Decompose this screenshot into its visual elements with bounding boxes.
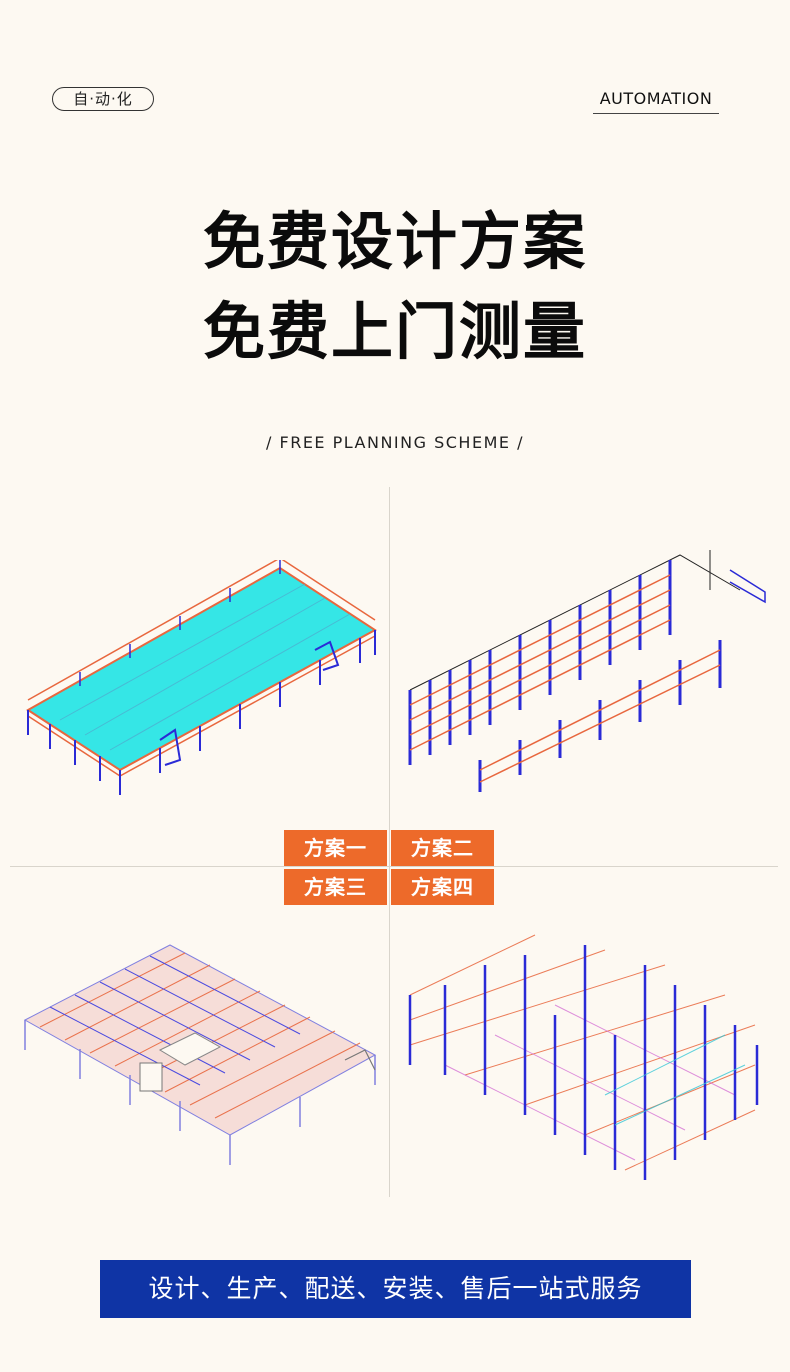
subtitle: / FREE PLANNING SCHEME / — [266, 433, 524, 452]
service-banner: 设计、生产、配送、安装、售后一站式服务 — [100, 1260, 691, 1318]
plan-1-label: 方案一 — [284, 830, 387, 866]
plan-4-drawing — [408, 934, 759, 1180]
horizontal-divider — [10, 866, 778, 867]
plan-4-label: 方案四 — [391, 869, 494, 905]
vertical-divider — [389, 487, 390, 1197]
plan-3-label: 方案三 — [284, 869, 387, 905]
plan-2-label: 方案二 — [391, 830, 494, 866]
category-pill: 自·动·化 — [52, 87, 154, 111]
headline-line-2: 免费上门测量 — [202, 295, 587, 368]
plan-2-drawing — [408, 550, 766, 792]
plan-3-drawing — [23, 944, 377, 1165]
headline-line-1: 免费设计方案 — [202, 205, 587, 278]
plan-1-drawing — [26, 560, 377, 795]
english-tag: AUTOMATION — [593, 89, 719, 114]
